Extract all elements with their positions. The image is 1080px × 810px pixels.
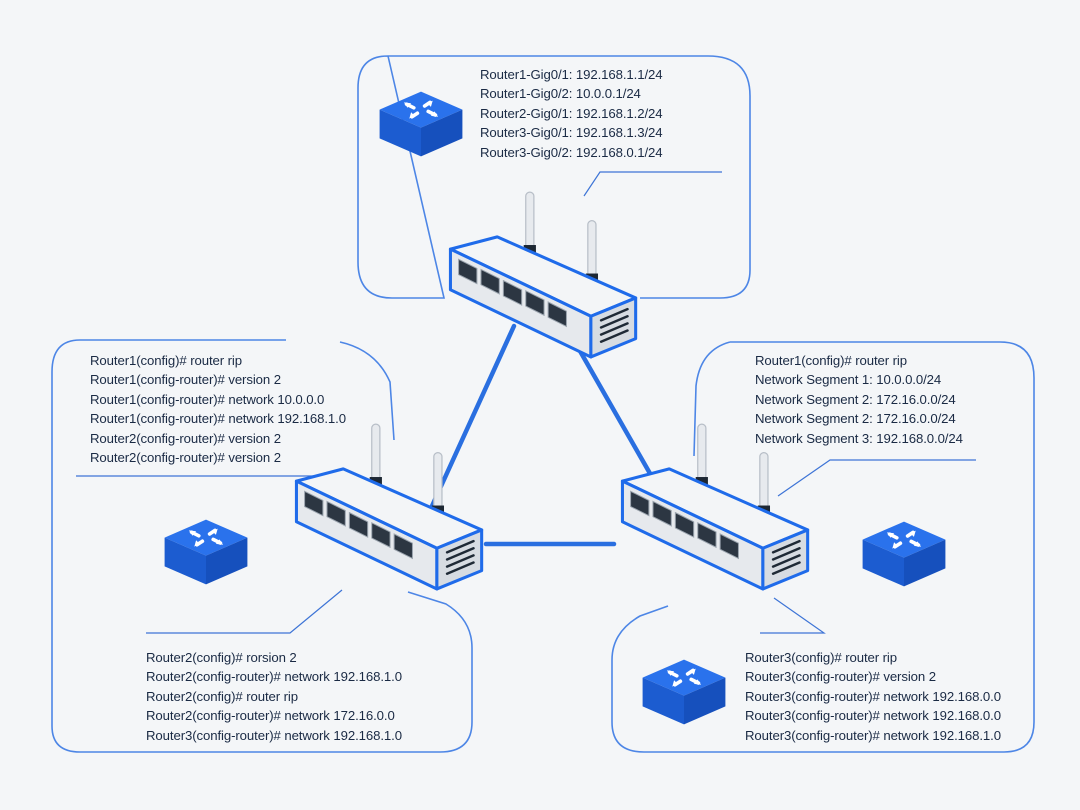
- router-symbol-icon: [377, 89, 465, 159]
- router-symbol-icon: [860, 519, 948, 589]
- text-line: Router3-Gig0/2: 192.168.0.1/24: [480, 144, 663, 160]
- text-line: Router3(config-router)# network 192.168.…: [745, 688, 1001, 704]
- right-panel-outline: [611, 341, 1035, 753]
- text-line: Router3(config)# router rip: [745, 650, 897, 665]
- link-top-right: [573, 341, 659, 487]
- text-line: Network Segment 2: 172.16.0.0/24: [755, 391, 956, 407]
- left-panel-config-bottom: Router2(config)# rorsion 2 Router2(confi…: [146, 648, 402, 745]
- text-line: Network Segment 3: 192.168.0.0/24: [755, 430, 963, 446]
- top-panel-interfaces: Router1-Gig0/1: 192.168.1.1/24 Router1-G…: [480, 65, 663, 162]
- wireless-router-icon: [448, 190, 638, 359]
- text-line: Router2(config)# rorsion 2: [146, 650, 297, 665]
- router-symbol-icon: [162, 517, 250, 587]
- text-line: Router2-Gig0/1: 192.168.1.2/24: [480, 105, 663, 121]
- text-line: Router1(config-router)# network 192.168.…: [90, 411, 346, 427]
- text-line: Router1(config-router)# network 10.0.0.0: [90, 391, 325, 407]
- text-line: Router2(config-router)# version 2: [90, 450, 281, 466]
- text-line: Network Segment 1: 10.0.0.0/24: [755, 372, 942, 388]
- text-line: Network Segment 2: 172.16.0.0/24: [755, 411, 956, 427]
- wireless-router-icon: [620, 422, 810, 591]
- left-panel-config: Router1(config)# router rip Router1(conf…: [90, 351, 346, 467]
- text-line: Router1(config)# router rip: [90, 353, 242, 368]
- link-top-left: [429, 323, 517, 509]
- text-line: Router2(config-router)# network 172.16.0…: [146, 708, 395, 724]
- text-line: Router1(config)# router rip: [755, 353, 907, 368]
- text-line: Router1(config-router)# version 2: [90, 372, 281, 388]
- text-line: Router1-Gig0/1: 192.168.1.1/24: [480, 67, 663, 82]
- text-line: Router3(config-router)# network 192.168.…: [745, 727, 1001, 743]
- text-line: Router3(config-router)# network 192.168.…: [745, 708, 1001, 724]
- text-line: Router3(config-router)# version 2: [745, 669, 936, 685]
- router-symbol-icon: [640, 657, 728, 727]
- text-line: Router2(config-router)# version 2: [90, 430, 281, 446]
- text-line: Router2(config)# router rip: [146, 688, 298, 704]
- text-line: Router3(config-router)# network 192.168.…: [146, 727, 402, 743]
- top-panel-outline: [357, 55, 751, 299]
- text-line: Router3-Gig0/1: 192.168.1.3/24: [480, 125, 663, 141]
- left-panel-outline: [51, 339, 473, 753]
- right-panel-config-bottom: Router3(config)# router rip Router3(conf…: [745, 648, 1001, 745]
- network-links: [429, 323, 659, 547]
- text-line: Router1-Gig0/2: 10.0.0.1/24: [480, 86, 641, 102]
- right-panel-segments: Router1(config)# router rip Network Segm…: [755, 351, 963, 448]
- text-line: Router2(config-router)# network 192.168.…: [146, 669, 402, 685]
